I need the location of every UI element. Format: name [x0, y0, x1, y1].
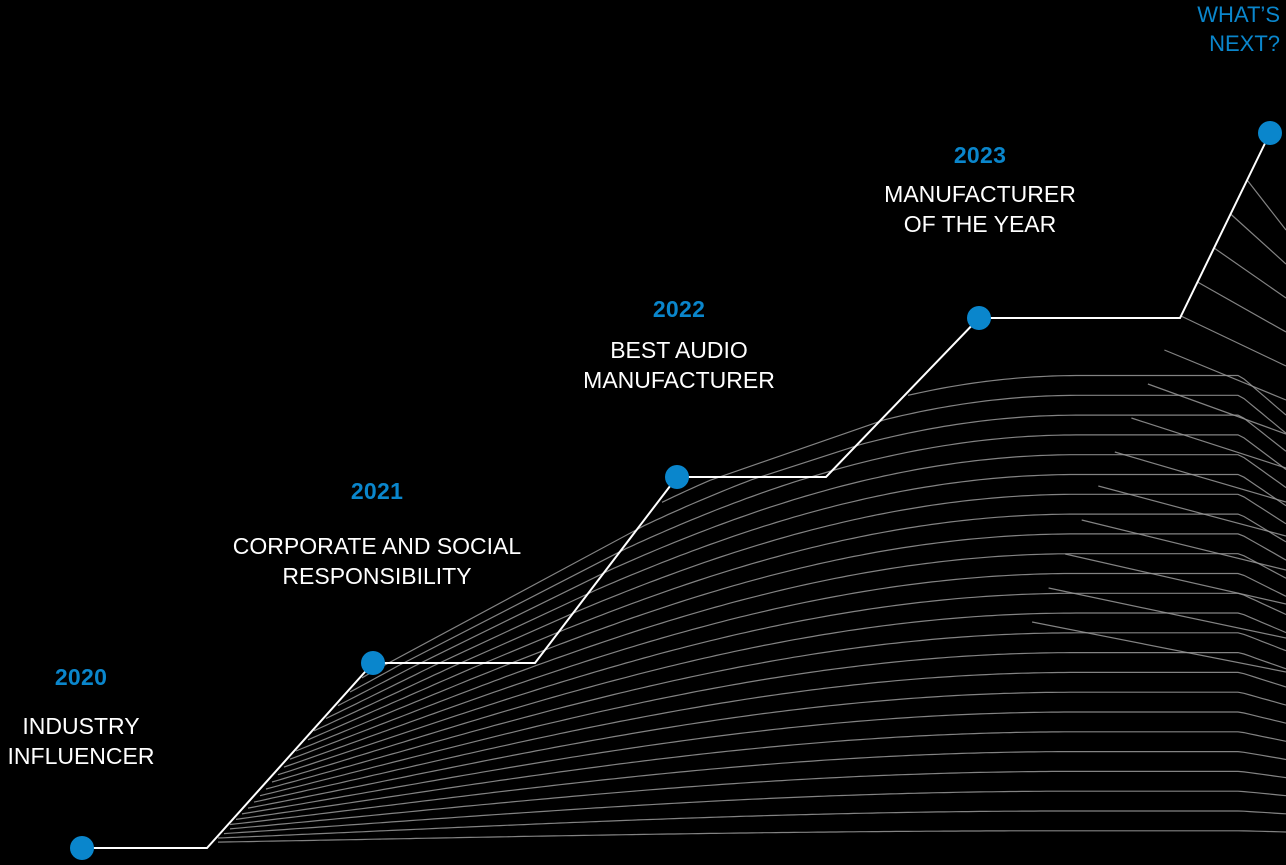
milestone-year: 2023 — [953, 142, 1007, 168]
milestone-year: 2020 — [54, 664, 108, 690]
whats-next-label: WHAT’S NEXT? — [1197, 2, 1280, 56]
wave-line — [217, 830, 1286, 843]
wave-line — [253, 671, 1286, 803]
wave-line — [223, 790, 1286, 835]
wave-lines — [217, 179, 1286, 843]
hatch-line — [1065, 553, 1286, 605]
wave-line — [229, 751, 1286, 826]
wave-line — [265, 632, 1286, 790]
wave-line — [283, 572, 1286, 768]
wave-line — [325, 473, 1286, 720]
wave-line — [217, 810, 1286, 839]
hatch-line — [1081, 519, 1286, 571]
milestone-dot-2020 — [70, 836, 94, 860]
wave-line — [235, 731, 1286, 820]
hatch-line — [1246, 179, 1286, 231]
milestone-label: CORPORATE AND SOCIAL RESPONSIBILITY — [232, 533, 522, 589]
milestone-2022: 2022 BEST AUDIO MANUFACTURER — [548, 296, 810, 395]
hatch-line — [1180, 315, 1286, 367]
milestone-label: MANUFACTURER OF THE YEAR — [884, 181, 1076, 237]
wave-line — [247, 691, 1286, 809]
wave-line — [907, 374, 1286, 416]
wave-line — [337, 454, 1286, 707]
wave-line — [241, 711, 1286, 815]
hatch-line — [1147, 383, 1286, 435]
hatch-line — [1164, 349, 1286, 401]
milestone-year: 2021 — [350, 478, 404, 504]
wave-line — [259, 652, 1286, 797]
milestone-dot-2021 — [361, 651, 385, 675]
hatch-line — [1098, 485, 1286, 537]
wave-line — [313, 493, 1286, 732]
hatch-line — [1230, 213, 1286, 265]
hatch-line — [1213, 247, 1286, 299]
milestone-year: 2022 — [652, 296, 706, 322]
hatch-line — [1031, 621, 1286, 673]
wave-line — [349, 434, 1286, 693]
wave-line — [307, 513, 1286, 741]
milestone-label: INDUSTRY INFLUENCER — [7, 713, 155, 769]
wave-line — [289, 553, 1286, 760]
milestone-2023: 2023 MANUFACTURER OF THE YEAR — [850, 142, 1110, 239]
wave-line — [271, 612, 1286, 783]
wave-line — [229, 770, 1286, 830]
milestone-label: BEST AUDIO MANUFACTURER — [583, 337, 775, 393]
hatch-line — [1048, 587, 1286, 639]
hatch-line — [1197, 281, 1286, 333]
wave-line — [361, 414, 1286, 679]
hatch-line — [1131, 417, 1286, 469]
milestone-dot-next — [1258, 121, 1282, 145]
wave-line — [277, 592, 1286, 776]
milestone-2020: 2020 INDUSTRY INFLUENCER — [0, 664, 182, 771]
milestone-2021: 2021 CORPORATE AND SOCIAL RESPONSIBILITY — [196, 478, 558, 591]
wave-line — [295, 533, 1286, 752]
milestone-dot-2022 — [665, 465, 689, 489]
milestone-dot-2023 — [967, 306, 991, 330]
wave-line — [661, 394, 1286, 503]
hatch-line — [1114, 451, 1286, 503]
